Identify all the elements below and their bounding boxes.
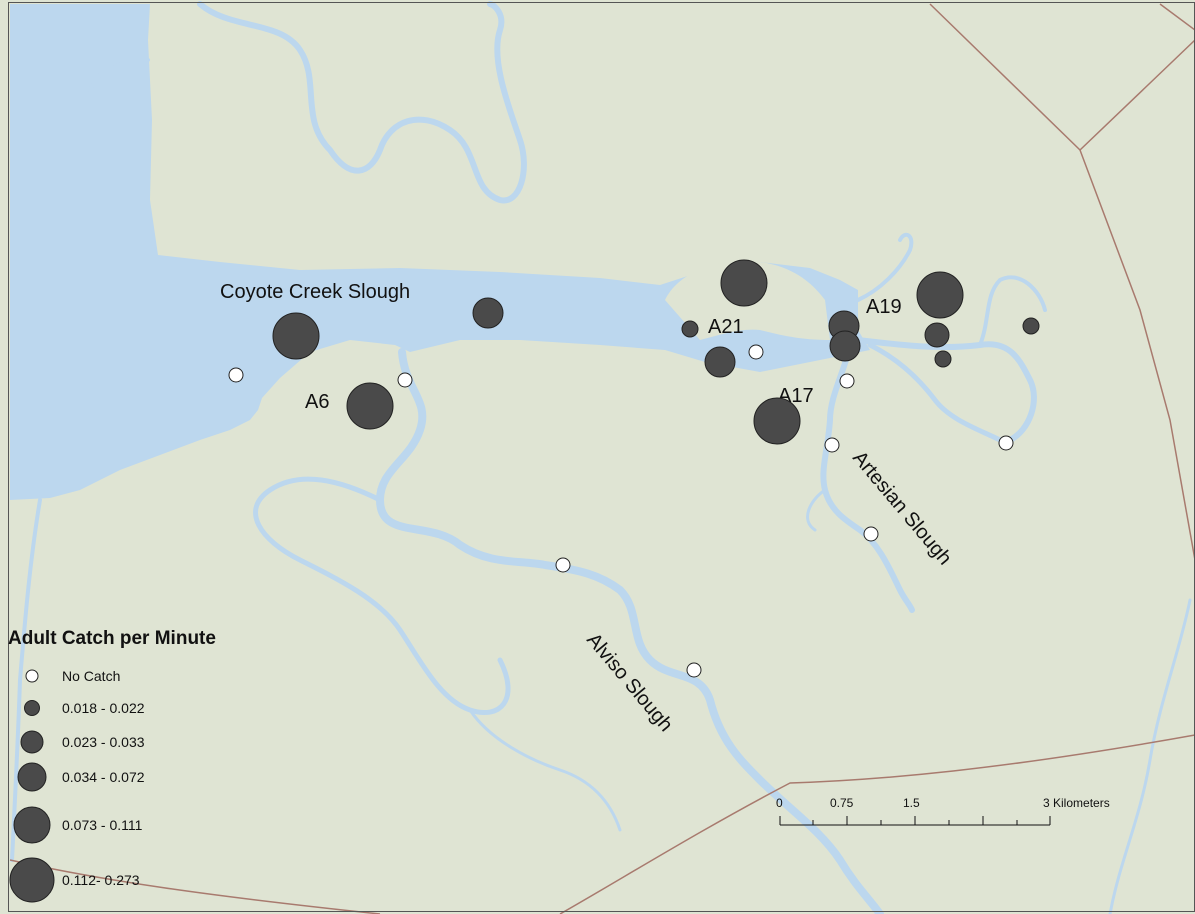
site-marker-no-catch[interactable] <box>748 344 764 360</box>
site-marker-no-catch[interactable] <box>555 557 571 573</box>
site-marker-no-catch[interactable] <box>228 367 244 383</box>
far-east-creek <box>1108 598 1192 914</box>
legend-symbol <box>13 806 51 844</box>
scale-bar: 0 0.75 1.5 3 Kilometers <box>776 796 1110 826</box>
legend-symbol <box>25 669 39 683</box>
bay-water <box>10 4 870 500</box>
road-east-short <box>1159 3 1195 31</box>
east-slough-c <box>856 232 914 302</box>
scale-label-1-5: 1.5 <box>903 796 920 810</box>
site-marker-catch[interactable] <box>934 350 952 368</box>
scale-label-3-km: 3 Kilometers <box>1043 796 1110 810</box>
artesian-branch <box>806 488 827 532</box>
site-marker-catch[interactable] <box>272 312 320 360</box>
label-a19: A19 <box>866 296 902 318</box>
alviso-west-loop <box>253 476 511 716</box>
road-east-diag <box>1079 149 1195 561</box>
south-creek <box>468 708 622 832</box>
legend-symbol <box>20 730 44 754</box>
legend-symbol <box>24 700 40 716</box>
east-slough-a <box>855 337 1037 443</box>
legend: Adult Catch per Minute No Catch 0.018 - 0… <box>8 628 216 903</box>
road-layer <box>9 3 1195 914</box>
site-marker-catch[interactable] <box>924 322 950 348</box>
site-marker-catch[interactable] <box>681 320 699 338</box>
legend-label: 0.018 - 0.022 <box>62 700 145 716</box>
north-stream <box>88 55 150 92</box>
site-marker-no-catch[interactable] <box>686 662 702 678</box>
site-marker-no-catch[interactable] <box>863 526 879 542</box>
road-south <box>559 734 1195 914</box>
site-marker-no-catch[interactable] <box>824 437 840 453</box>
site-marker-catch[interactable] <box>720 259 768 307</box>
scale-label-0: 0 <box>776 796 783 810</box>
site-marker-catch[interactable] <box>829 330 861 362</box>
legend-title: Adult Catch per Minute <box>8 628 216 649</box>
east-slough-d <box>978 275 1047 347</box>
artesian-slough-channel <box>820 357 915 613</box>
alviso-slough-channel <box>376 348 884 914</box>
site-marker-no-catch[interactable] <box>839 373 855 389</box>
north-meander <box>197 1 527 204</box>
site-marker-catch[interactable] <box>916 271 964 319</box>
site-marker-catch[interactable] <box>753 397 801 445</box>
site-marker-catch[interactable] <box>346 382 394 430</box>
west-creek <box>10 498 42 862</box>
site-marker-no-catch[interactable] <box>397 372 413 388</box>
label-a21: A21 <box>708 316 744 338</box>
legend-symbol <box>17 762 47 792</box>
legend-label: 0.034 - 0.072 <box>62 769 145 785</box>
legend-label: No Catch <box>62 668 120 684</box>
east-slough-b <box>867 342 1003 443</box>
sample-sites <box>228 259 1040 678</box>
label-a6: A6 <box>305 391 329 413</box>
site-marker-catch[interactable] <box>1022 317 1040 335</box>
slough-layer <box>10 1 1192 914</box>
legend-label: 0.112- 0.273 <box>62 872 140 888</box>
site-marker-catch[interactable] <box>472 297 504 329</box>
legend-label: 0.073 - 0.111 <box>62 817 143 833</box>
legend-label: 0.023 - 0.033 <box>62 734 145 750</box>
site-marker-catch[interactable] <box>704 346 736 378</box>
legend-symbol <box>9 857 55 903</box>
scale-label-0-75: 0.75 <box>830 796 854 810</box>
label-coyote-creek-slough: Coyote Creek Slough <box>220 281 410 303</box>
site-marker-no-catch[interactable] <box>998 435 1014 451</box>
